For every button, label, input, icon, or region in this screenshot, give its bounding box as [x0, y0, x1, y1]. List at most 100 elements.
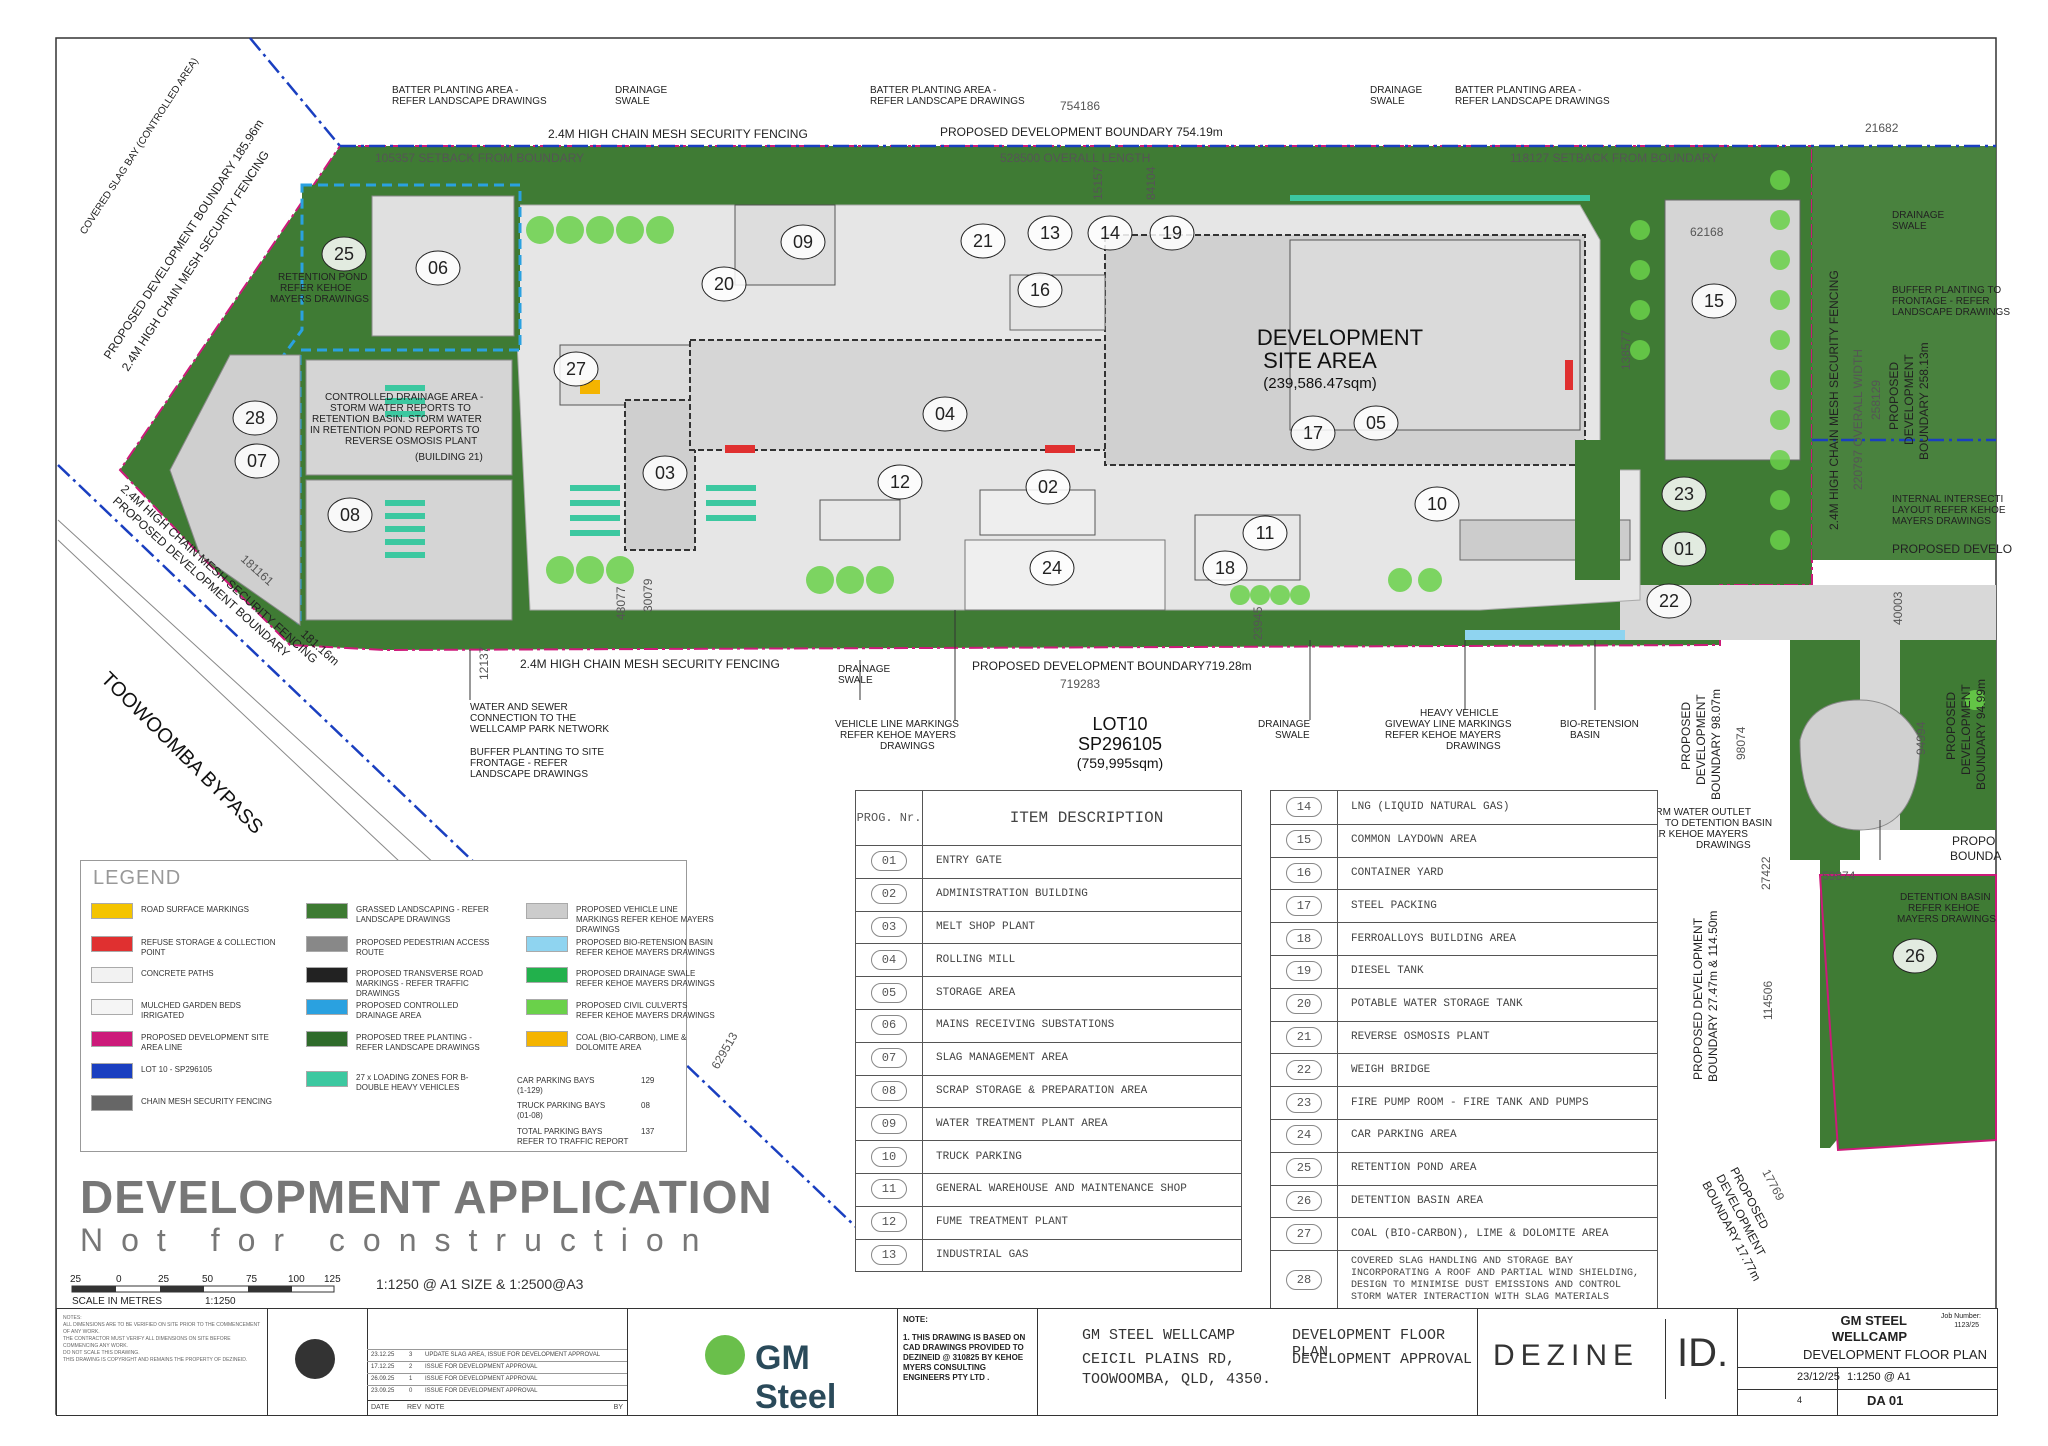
item-number: 23	[1285, 1092, 1323, 1113]
note-retention-3: MAYERS DRAWINGS	[270, 294, 369, 305]
dim-17769: 17769	[1759, 1167, 1787, 1203]
building-tag-09: 09	[780, 224, 826, 260]
note-buffer-r-1: BUFFER PLANTING TO	[1892, 285, 2001, 296]
refuse-points	[725, 360, 1573, 453]
scale-tick-2: 25	[158, 1274, 170, 1285]
legend-label-11: PROPOSED TREE PLANTING - REFER LANDSCAPE…	[356, 1033, 480, 1052]
svg-text:19: 19	[1162, 223, 1182, 243]
legend-title: LEGEND	[93, 867, 182, 889]
rev-header-date: DATE	[371, 1404, 390, 1411]
dim-62168: 62168	[1690, 225, 1724, 239]
dim-114506: 114506	[1761, 981, 1775, 1020]
revision-rev: 3	[409, 1352, 413, 1358]
item-number: 04	[870, 949, 908, 970]
legend-label-13: PROPOSED VEHICLE LINE MARKINGS REFER KEH…	[576, 905, 714, 934]
label-boundary-9499-3: BOUNDARY 94.99m	[1974, 679, 1988, 790]
legend-label-7: GRASSED LANDSCAPING - REFER LANDSCAPE DR…	[356, 905, 489, 924]
item-description: ROLLING MILL	[936, 953, 1016, 966]
lot-name: LOT10	[1092, 714, 1147, 734]
dim-30079: 30079	[641, 578, 655, 612]
revision-desc: ISSUE FOR DEVELOPMENT APPROVAL	[425, 1364, 538, 1370]
dim-59874: 59874	[1822, 869, 1856, 883]
building-tag-01: 01	[1661, 531, 1707, 567]
parking-total-sub: REFER TO TRAFFIC REPORT	[517, 1137, 629, 1146]
item-number: 06	[870, 1015, 908, 1036]
note-slag-bay: COVERED SLAG BAY (CONTROLLED AREA)	[78, 56, 201, 236]
drainage-area-box	[305, 359, 513, 476]
building-tag-06: 06	[415, 250, 461, 286]
legend-label-10: PROPOSED CONTROLLED DRAINAGE AREA	[356, 1001, 459, 1020]
item-description: STEEL PACKING	[1351, 899, 1437, 912]
site-label: DEVELOPMENT	[1257, 325, 1423, 350]
item-description: SLAG MANAGEMENT AREA	[936, 1052, 1069, 1065]
svg-text:23: 23	[1674, 484, 1694, 504]
label-propo: PROPO	[1952, 834, 1995, 848]
building-tag-13: 13	[1027, 215, 1073, 251]
parking-total-label: TOTAL PARKING BAYS	[517, 1127, 603, 1136]
stamp-line-1: DEVELOPMENT APPLICATION	[80, 1171, 773, 1223]
svg-text:01: 01	[1674, 539, 1694, 559]
note-hv-3: REFER KEHOE MAYERS	[1385, 730, 1501, 741]
item-description: LNG (LIQUID NATURAL GAS)	[1351, 801, 1510, 814]
item-description: DIESEL TANK	[1351, 965, 1424, 978]
revision-desc: ISSUE FOR DEVELOPMENT APPROVAL	[425, 1388, 538, 1394]
item-number: 26	[1285, 1190, 1323, 1211]
tb-general-notes: NOTES:ALL DIMENSIONS ARE TO BE VERIFIED …	[57, 1309, 268, 1415]
sheet-rev: 4	[1797, 1395, 1803, 1405]
scale-text: 1:1250 @ A1 SIZE & 1:2500@A3	[376, 1276, 584, 1292]
note-detention-2: REFER KEHOE	[1908, 903, 1980, 914]
item-description: TRUCK PARKING	[936, 1150, 1022, 1163]
svg-text:05: 05	[1366, 413, 1386, 433]
firm-divider	[1665, 1319, 1666, 1399]
item-number: 21	[1285, 1026, 1323, 1047]
cul-de-sac	[1799, 699, 1921, 831]
legend-swatch-5	[91, 1063, 133, 1079]
note-water-sewer-2: CONNECTION TO THE	[470, 713, 576, 724]
label-fence-right: 2.4M HIGH CHAIN MESH SECURITY FENCING	[1827, 270, 1841, 530]
entry-landscape	[1812, 146, 1996, 560]
detention-basin-area	[1818, 874, 1997, 1152]
legend-swatch-3	[91, 999, 133, 1015]
item-number: 25	[1285, 1158, 1323, 1179]
dim-overall-width: 220797 OVERALL WIDTH	[1851, 349, 1865, 490]
legend-swatch-8	[306, 936, 348, 952]
building-tag-05: 05	[1353, 405, 1399, 441]
note-vehicle-line-1: VEHICLE LINE MARKINGS	[835, 719, 959, 730]
item-number: 01	[870, 851, 908, 872]
label-boundary-2747-2: BOUNDARY 27.47m & 114.50m	[1706, 911, 1720, 1082]
item-number: 09	[870, 1113, 908, 1134]
legend-swatch-9	[306, 967, 348, 983]
note-batter-2b: REFER LANDSCAPE DRAWINGS	[870, 96, 1025, 107]
svg-text:21: 21	[973, 231, 993, 251]
legend-swatch-4	[91, 1031, 133, 1047]
building-tag-20: 20	[701, 266, 747, 302]
building-tag-17: 17	[1290, 415, 1336, 451]
legend-swatch-10	[306, 999, 348, 1015]
svg-text:25: 25	[334, 244, 354, 264]
legend-swatch-6	[91, 1095, 133, 1111]
note-retention-1: RETENTION POND	[278, 272, 367, 283]
legend-swatch-0	[91, 903, 133, 919]
note-drainage-rb: SWALE	[1892, 221, 1927, 232]
svg-text:26: 26	[1905, 946, 1925, 966]
parking-car-label: CAR PARKING BAYS	[517, 1076, 595, 1085]
legend-label-14: PROPOSED BIO-RETENSION BASIN REFER KEHOE…	[576, 938, 715, 957]
note-batter-1: BATTER PLANTING AREA -	[392, 85, 519, 96]
building-tag-19: 19	[1149, 215, 1195, 251]
legend-label-16: PROPOSED CIVIL CULVERTS REFER KEHOE MAYE…	[576, 1001, 715, 1020]
label-boundary-9499-1: PROPOSED	[1944, 692, 1958, 760]
item-description: FIRE PUMP ROOM - FIRE TANK AND PUMPS	[1351, 1096, 1589, 1109]
item-description: CAR PARKING AREA	[1351, 1129, 1457, 1142]
